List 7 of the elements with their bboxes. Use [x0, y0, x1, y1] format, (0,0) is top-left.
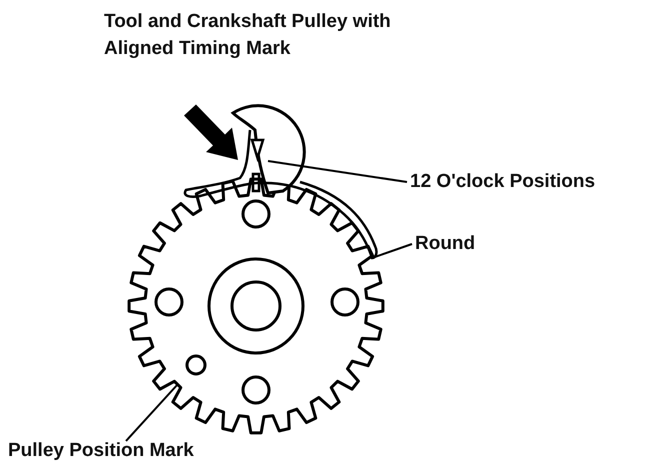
callout-label: Round — [415, 233, 476, 255]
leader-line — [372, 243, 412, 259]
leader-line — [268, 160, 408, 183]
callout-label: 12 O'clock Positions — [410, 171, 596, 193]
callout-label: Pulley Position Mark — [8, 440, 194, 462]
diagram-title: Tool and Crankshaft Pulley with Aligned Timing Mark — [104, 10, 392, 61]
leader-line — [125, 383, 179, 442]
